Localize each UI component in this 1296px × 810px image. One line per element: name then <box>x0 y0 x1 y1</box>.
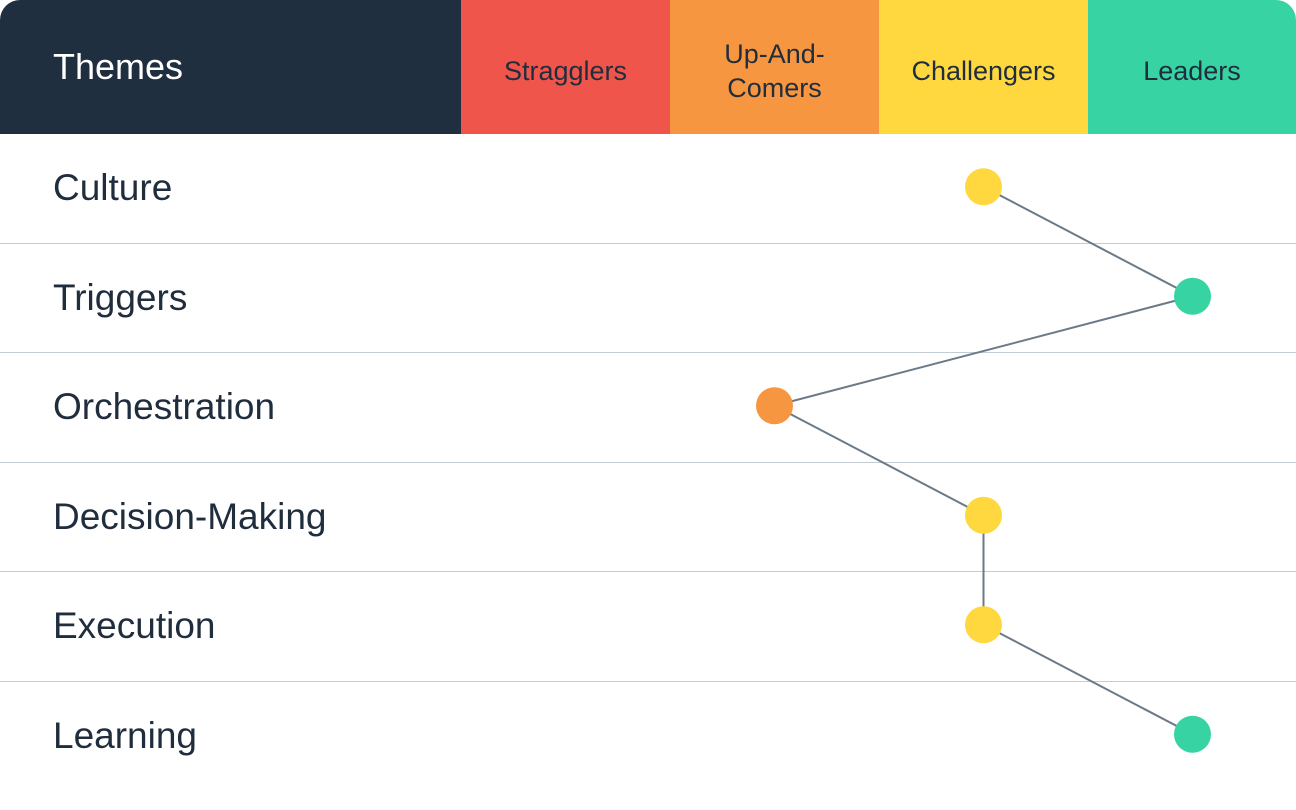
theme-row-orchestration: Orchestration <box>0 353 1296 463</box>
data-point-triggers <box>1174 277 1211 315</box>
data-point-learning <box>1174 715 1211 753</box>
data-point-decision-making <box>965 496 1002 534</box>
theme-row-decision-making: Decision-Making <box>0 463 1296 572</box>
theme-row-execution: Execution <box>0 572 1296 682</box>
data-point-execution <box>965 606 1002 644</box>
category-header-up-and-comers: Up-And- Comers <box>670 0 879 134</box>
maturity-plot <box>756 168 1211 753</box>
connector-line-3 <box>774 404 984 517</box>
theme-row-triggers: Triggers <box>0 244 1296 353</box>
data-point-culture <box>965 168 1002 206</box>
category-header-challengers: Challengers <box>879 0 1088 134</box>
connector-line-1 <box>983 185 1193 298</box>
connector-line-5 <box>983 623 1193 736</box>
data-point-orchestration <box>756 387 793 425</box>
category-header-stragglers: Stragglers <box>461 0 670 134</box>
themes-header: Themes <box>0 0 461 134</box>
theme-rows: Culture Triggers Orchestration Decision-… <box>0 134 1296 791</box>
theme-row-learning: Learning <box>53 715 198 757</box>
chart-header: Themes Stragglers Up-And- Comers Challen… <box>0 0 1296 134</box>
connector-line-2 <box>774 295 1193 407</box>
category-header-leaders: Leaders <box>1088 0 1296 134</box>
theme-row-culture: Culture <box>0 134 1296 244</box>
